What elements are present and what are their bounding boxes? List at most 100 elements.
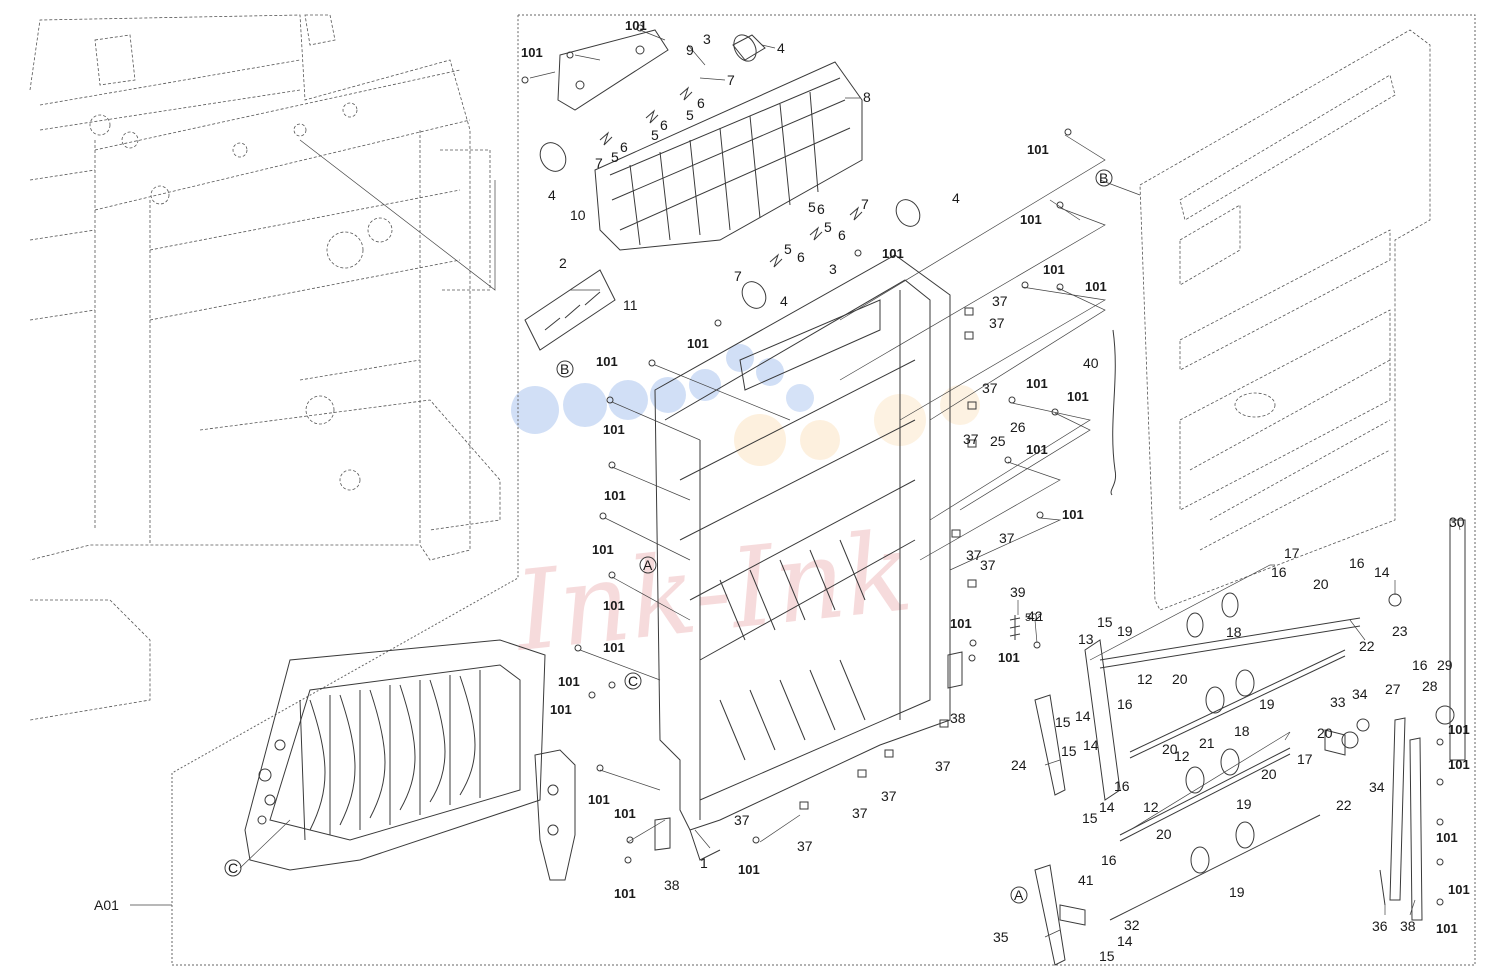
screw-callout: 101 [1448,882,1470,897]
paper-guide [524,269,616,351]
callout: 18 [1234,723,1250,739]
callout: 38 [664,877,680,893]
callout: 36 [1372,918,1388,934]
callout: 16 [1412,657,1428,673]
callout: 10 [570,207,586,223]
callout: 8 [863,89,871,105]
callout: 32 [1124,917,1140,933]
ref-marker-a-right: A [1014,887,1024,903]
callout: 16 [1101,852,1117,868]
callout: 22 [1359,638,1375,654]
watermark-dot [650,377,686,413]
callout: 20 [1162,741,1178,757]
watermark-dot [756,358,784,386]
screw-callout: 101 [1067,389,1089,404]
callout: 16 [1114,778,1130,794]
callout: 37 [980,557,996,573]
callout: 6 [838,227,846,243]
reference-markers [224,169,1113,904]
callout: 20 [1313,576,1329,592]
callout: 5 [686,107,694,123]
watermark-dot [608,380,648,420]
callout: 6 [817,201,825,217]
screw-callout: 101 [738,862,760,877]
callout: 16 [1117,696,1133,712]
part-number-callouts: 1 2 3 3 4 4 4 4 5 5 5 5 5 5 6 6 6 6 6 6 … [548,31,1465,964]
callout: 39 [1010,584,1026,600]
ref-marker-b-left: B [560,361,569,377]
callout: 9 [686,42,694,58]
screw-callout: 101 [603,640,625,655]
spring-parts [599,86,1021,640]
callout: 6 [797,249,805,265]
callout: 14 [1075,708,1091,724]
callout: 7 [734,268,742,284]
callout: 12 [1143,799,1159,815]
callout: 6 [660,117,668,133]
watermark-dot [734,414,786,466]
callout: 14 [1117,933,1133,949]
callout: 37 [966,547,982,563]
callout: 15 [1061,743,1077,759]
callout: 20 [1172,671,1188,687]
callout: 37 [963,431,979,447]
screw-callout: 101 [596,354,618,369]
small-brackets [654,307,977,851]
watermark-dot [563,383,607,427]
watermark: Ink-Ink [507,344,980,676]
callout: 12 [1174,748,1190,764]
ref-marker-c-duplex: C [228,860,238,876]
screw-callout: 101 [614,886,636,901]
callout: 15 [1082,810,1098,826]
screw-callout: 101 [1026,442,1048,457]
callout: 20 [1261,766,1277,782]
bracket-hole [547,824,559,836]
rear-cover [1139,29,1431,611]
screw-callout: 101 [603,422,625,437]
callout: 25 [990,433,1006,449]
screw-callout: 101 [1436,921,1458,936]
screw-callout: 101 [1436,830,1458,845]
callout: 37 [852,805,868,821]
machine-frame [29,14,501,721]
screw-callout: 101 [588,792,610,807]
callout: 19 [1117,623,1133,639]
callout: 37 [935,758,951,774]
roller-parts [539,34,921,309]
screw-callout: 101 [625,18,647,33]
leader-lines [130,29,1461,938]
callout: 4 [780,293,788,309]
callout: 17 [1284,545,1300,561]
callout: 14 [1083,737,1099,753]
watermark-dot [511,386,559,434]
callout: 5 [611,149,619,165]
callout: 16 [1271,564,1287,580]
callout: 7 [595,155,603,171]
screw-callout: 101 [1043,262,1065,277]
callout: 24 [1011,757,1027,773]
screw-callout: 101 [1026,376,1048,391]
callout: 14 [1099,799,1115,815]
callout: 28 [1422,678,1438,694]
callout: 3 [703,31,711,47]
ref-marker-c-left: C [628,673,638,689]
watermark-dot [800,420,840,460]
callout: 22 [1336,797,1352,813]
callout: 23 [1392,623,1408,639]
watermark-dot [726,344,754,372]
callout: 6 [620,139,628,155]
screw-callout: 101 [1020,212,1042,227]
main-side-frame [654,254,951,861]
screw-callout: 101 [604,488,626,503]
callout: 7 [727,72,735,88]
callout: 21 [1199,735,1215,751]
watermark-dot [940,385,980,425]
assembly-boundary [171,14,1476,966]
frame-leader [299,139,496,291]
ref-marker-b-right: B [1099,170,1108,186]
callout: 37 [982,380,998,396]
callout: 34 [1369,779,1385,795]
callout: 37 [992,293,1008,309]
callout: 2 [559,255,567,271]
screw-callout: 101 [1448,722,1470,737]
